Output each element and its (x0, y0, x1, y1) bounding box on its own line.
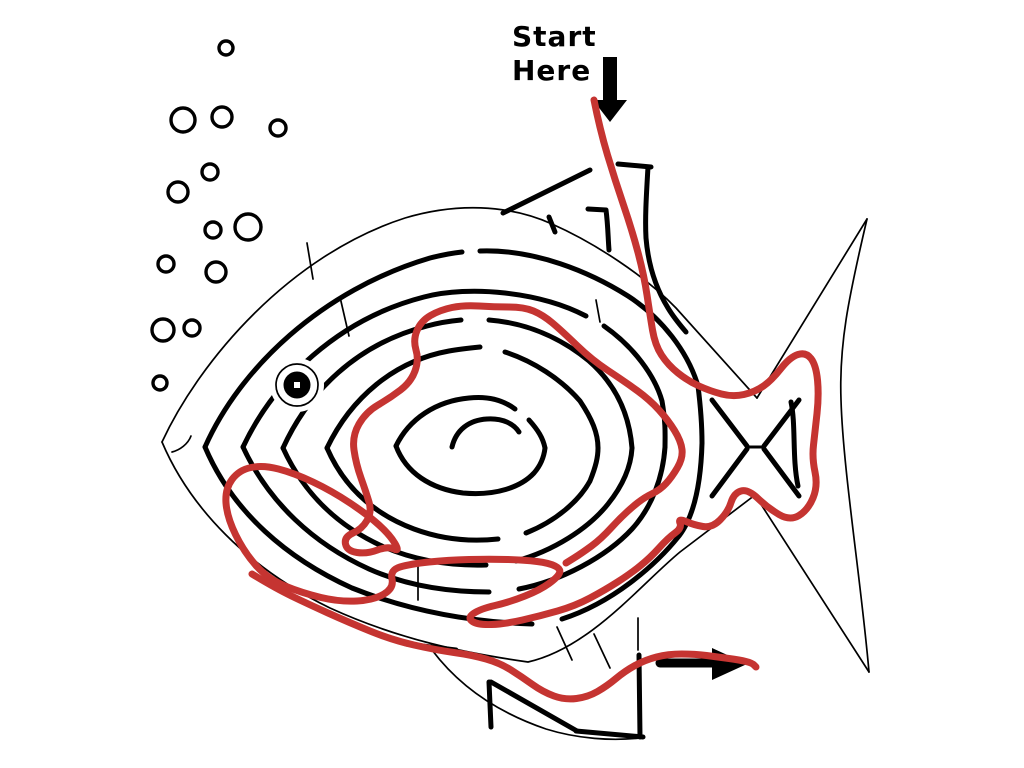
bottom-fin-wall (636, 652, 643, 740)
bottom-fin-wall (488, 679, 580, 734)
bubble-icon (151, 374, 169, 392)
bubble-icon (166, 180, 190, 204)
bottom-fin-wall (486, 679, 494, 730)
start-label-line1: Start (512, 20, 597, 53)
fish-body-top-outline (161, 206, 758, 443)
fish-mouth (171, 435, 192, 453)
tail-wall (709, 397, 750, 449)
fish-outline (161, 206, 870, 741)
maze-wall (240, 444, 492, 595)
tail-bottom-edge (754, 494, 870, 673)
wall-nub (546, 214, 558, 235)
bubble-icon (169, 106, 197, 134)
down-arrow-shaft (603, 57, 617, 100)
bubble-icon (150, 317, 176, 343)
bubble-icon (217, 39, 235, 57)
bubble-icon (233, 212, 263, 242)
bottom-fin-wall (573, 728, 646, 740)
eye-glint (294, 382, 300, 388)
start-here-label: Start Here (512, 20, 597, 87)
tail-right-edge (839, 218, 870, 673)
bubble-icon (156, 254, 176, 274)
tail-wall (788, 399, 801, 489)
bottom-fin-outline (431, 649, 641, 741)
tail-wall (761, 446, 802, 499)
maze-wall (526, 417, 548, 451)
maze-connector (593, 633, 611, 669)
bubble-icon (203, 220, 223, 240)
bubbles-group (150, 39, 288, 392)
maze-wall (523, 445, 601, 536)
bubble-icon (200, 162, 220, 182)
maze-connector (339, 296, 350, 337)
down-arrow-head (593, 100, 627, 122)
solution-path (222, 96, 822, 703)
dorsal-fin-wall (500, 167, 593, 216)
maze-wall (393, 443, 548, 497)
solution-stroke-main (222, 96, 822, 629)
bubble-icon (182, 318, 202, 338)
dorsal-fin-wall (643, 164, 689, 335)
maze-wall (477, 248, 705, 446)
maze-connector (556, 626, 573, 661)
bubble-icon (268, 118, 288, 138)
maze-wall (559, 440, 705, 622)
fish-eye (270, 358, 324, 412)
maze-wall (513, 445, 635, 564)
dorsal-fin-wall (585, 206, 612, 253)
eye-ring (275, 363, 319, 407)
solution-stroke-exit_run (248, 570, 760, 703)
maze-wall (324, 445, 501, 543)
maze-wall (202, 249, 465, 450)
maze-wall (601, 323, 668, 450)
start-label-line2: Here (512, 54, 591, 87)
start-arrow-icon (593, 57, 627, 122)
tail-wall (709, 446, 750, 499)
maze-wall (486, 317, 635, 451)
maze-wall (393, 395, 518, 449)
maze-wall (324, 344, 483, 451)
fish-body-bottom-outline (161, 441, 756, 663)
bubble-icon (210, 105, 234, 129)
maze-connector (595, 299, 601, 323)
tail-top-edge (756, 218, 868, 399)
maze-wall (502, 349, 601, 451)
maze-center-hook (449, 416, 522, 450)
bubble-icon (204, 260, 228, 284)
dorsal-fin-wall (615, 161, 654, 170)
maze-connector (306, 242, 314, 280)
